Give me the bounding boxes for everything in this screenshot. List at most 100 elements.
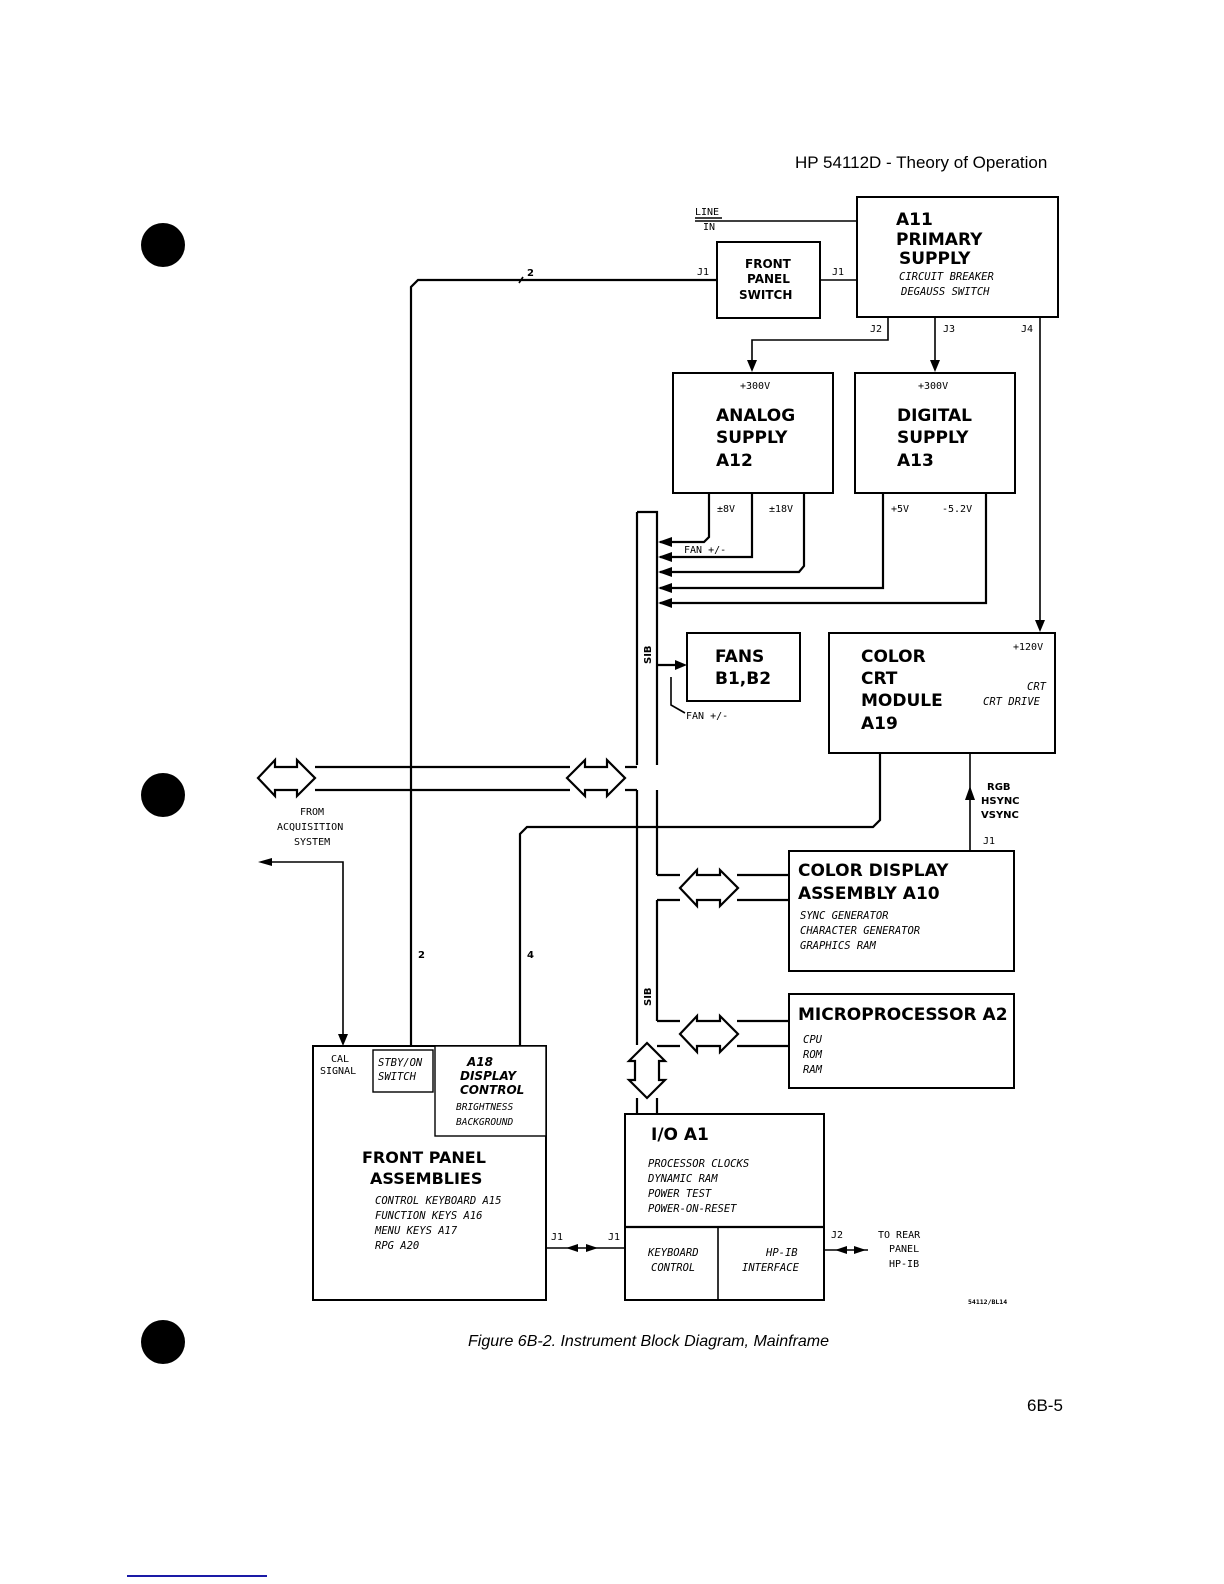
digital-supply-block <box>854 372 1016 494</box>
crt-module-title: A19 <box>861 714 898 734</box>
front-panel-title: FRONT PANEL <box>362 1148 486 1167</box>
crt-module-item: CRT <box>1027 681 1047 693</box>
sib-label: SIB <box>643 645 654 664</box>
connector-label: J2 <box>831 1230 843 1241</box>
microprocessor-item: RAM <box>803 1064 823 1076</box>
front-panel-item: MENU KEYS A17 <box>374 1225 458 1237</box>
primary-supply-item: CIRCUIT BREAKER <box>899 271 994 283</box>
binder-hole <box>141 1320 185 1364</box>
keyboard-control-label: KEYBOARD <box>647 1247 699 1259</box>
display-control-block <box>434 1045 547 1137</box>
crt-module-input: +120V <box>1013 642 1043 653</box>
display-control-item: BRIGHTNESS <box>456 1102 513 1113</box>
microprocessor-title: MICROPROCESSOR A2 <box>798 1005 1008 1025</box>
front-panel-switch-title: PANEL <box>747 272 790 286</box>
microprocessor-item: CPU <box>803 1034 823 1046</box>
bus-width-label: 2 <box>527 268 534 279</box>
crt-module-title: MODULE <box>861 691 943 711</box>
connector-label: J1 <box>697 267 709 278</box>
io-item: DYNAMIC RAM <box>647 1173 718 1185</box>
io-title: I/O A1 <box>651 1125 709 1145</box>
connector-label: J4 <box>1021 324 1033 335</box>
digital-supply-title: SUPPLY <box>897 428 969 448</box>
analog-supply-title: ANALOG <box>716 406 795 426</box>
fans-title: B1,B2 <box>715 669 771 689</box>
front-panel-switch-title: SWITCH <box>739 288 792 302</box>
primary-supply-title: PRIMARY <box>896 230 983 250</box>
analog-supply-title: A12 <box>716 451 753 471</box>
io-item: POWER-ON-RESET <box>648 1203 737 1215</box>
primary-supply-title: SUPPLY <box>899 249 971 269</box>
rgb-signal-label: VSYNC <box>981 810 1019 821</box>
stby-switch-label: SWITCH <box>378 1071 417 1083</box>
acquisition-label: FROM <box>300 807 324 818</box>
rear-panel-label: TO REAR <box>878 1230 921 1241</box>
front-panel-item: CONTROL KEYBOARD A15 <box>375 1195 501 1207</box>
crt-module-block <box>828 632 1056 754</box>
fans-title: FANS <box>715 647 764 667</box>
digital-supply-input: +300V <box>918 381 948 392</box>
color-display-title: COLOR DISPLAY <box>798 861 949 881</box>
front-panel-switch-title: FRONT <box>745 257 792 271</box>
crt-module-title: CRT <box>861 669 898 689</box>
connector-label: J2 <box>870 324 882 335</box>
display-control-item: BACKGROUND <box>456 1117 513 1128</box>
connector-label: J1 <box>983 836 995 847</box>
digital-supply-title: A13 <box>897 451 934 471</box>
rgb-signal-label: RGB <box>987 782 1011 793</box>
rear-panel-label: HP-IB <box>889 1259 919 1270</box>
footer-rule <box>127 1575 267 1577</box>
digital-supply-output: -5.2V <box>942 504 972 515</box>
front-panel-item: FUNCTION KEYS A16 <box>375 1210 482 1222</box>
analog-supply-output: ±18V <box>769 504 793 515</box>
connector-label: J3 <box>943 324 955 335</box>
analog-supply-output: ±8V <box>717 504 735 515</box>
color-display-item: SYNC GENERATOR <box>800 910 889 922</box>
hpib-interface-label: HP-IB <box>765 1247 798 1259</box>
acquisition-label: SYSTEM <box>294 837 330 848</box>
page-header: HP 54112D - Theory of Operation <box>795 153 1048 172</box>
io-block <box>624 1113 825 1301</box>
sib-label: SIB <box>643 987 654 1006</box>
rear-panel-label: PANEL <box>889 1244 919 1255</box>
analog-supply-title: SUPPLY <box>716 428 788 448</box>
color-display-title: ASSEMBLY A10 <box>798 884 940 904</box>
stby-switch-label: STBY/ON <box>378 1057 423 1069</box>
front-panel-title: ASSEMBLIES <box>370 1169 482 1188</box>
front-panel-switch-block <box>716 241 821 319</box>
display-control-title: DISPLAY <box>460 1069 517 1083</box>
color-display-item: GRAPHICS RAM <box>800 940 877 952</box>
line-in-label: IN <box>703 222 715 233</box>
stby-switch-block <box>372 1049 434 1093</box>
drawing-id: 54112/BL14 <box>968 1298 1007 1306</box>
display-control-title: CONTROL <box>460 1083 524 1097</box>
digital-supply-output: +5V <box>891 504 909 515</box>
keyboard-control-label: CONTROL <box>651 1262 695 1274</box>
primary-supply-block <box>856 196 1059 318</box>
digital-supply-title: DIGITAL <box>897 406 972 426</box>
binder-hole <box>141 773 185 817</box>
page-number: 6B-5 <box>1027 1396 1063 1415</box>
bus-width-label: 4 <box>527 950 534 961</box>
front-panel-item: RPG A20 <box>375 1240 419 1252</box>
connector-label: J1 <box>832 267 844 278</box>
primary-supply-item: DEGAUSS SWITCH <box>900 286 990 298</box>
fan-line-label: FAN +/- <box>684 545 726 556</box>
analog-supply-input: +300V <box>740 381 770 392</box>
acquisition-label: ACQUISITION <box>277 822 343 833</box>
switch-wire <box>409 278 717 1046</box>
connector-label: J1 <box>608 1232 620 1243</box>
display-control-title: A18 <box>466 1055 493 1069</box>
color-display-item: CHARACTER GENERATOR <box>800 925 920 937</box>
acquisition-bus <box>315 765 570 792</box>
connector-label: J1 <box>551 1232 563 1243</box>
color-display-block <box>788 850 1015 972</box>
microprocessor-block <box>788 993 1015 1089</box>
bus-width-label: 2 <box>418 950 425 961</box>
sib-bus <box>637 510 659 765</box>
figure-caption: Figure 6B-2. Instrument Block Diagram, M… <box>468 1333 830 1350</box>
fans-block <box>686 632 801 702</box>
line-in-label: LINE <box>695 207 719 218</box>
hpib-interface-label: INTERFACE <box>742 1262 800 1274</box>
